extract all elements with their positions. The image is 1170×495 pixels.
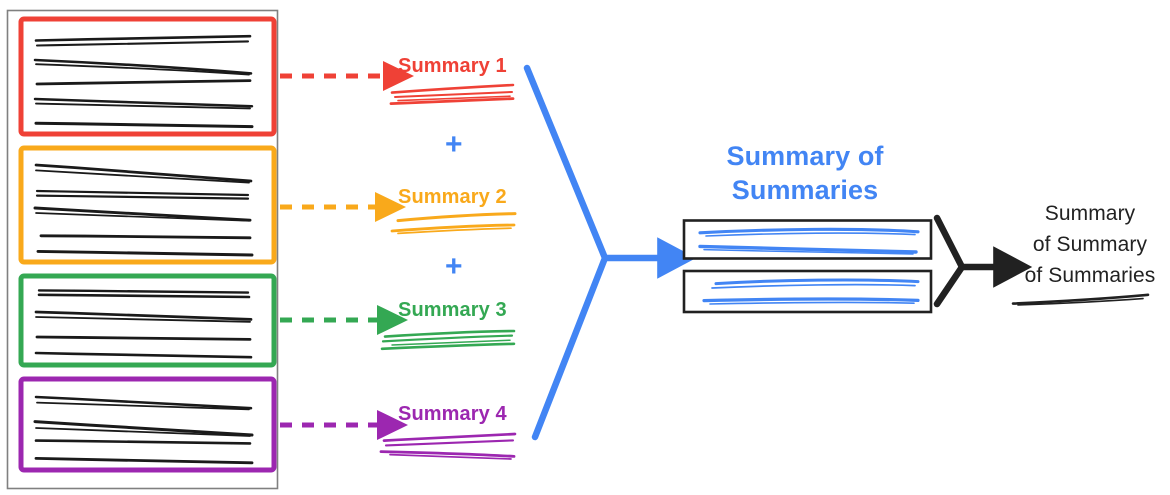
document-chunk-2-box[interactable] [18, 145, 277, 265]
summary-1-lines [389, 83, 515, 105]
final-summary-title-line-3: of Summaries [1024, 264, 1156, 287]
plus-operator-1: + [445, 128, 463, 161]
summary-2-label: Summary 2 [398, 186, 507, 208]
plus-operator-2: + [445, 250, 463, 283]
document-chunk-3-box[interactable] [18, 273, 277, 368]
final-summary-title-line-2: of Summary [1032, 233, 1148, 256]
final-summary-title: Summary of Summary of Summaries [1005, 198, 1170, 291]
summary-of-summaries-title: Summary of Summaries [705, 139, 905, 207]
document-collection-outline [6, 9, 279, 490]
summary-4-lines [379, 432, 517, 460]
summary-of-summaries-title-line-1: Summary of [726, 141, 884, 171]
final-summary-title-line-1: Summary [1044, 202, 1136, 225]
document-chunk-4-lines [33, 395, 254, 465]
final-summary-lines [1011, 293, 1150, 306]
blue-converging-arrow [523, 64, 609, 441]
summary-1-label: Summary 1 [398, 55, 507, 77]
summary-of-summaries-title-line-2: Summaries [731, 175, 879, 205]
document-chunk-4-box[interactable] [18, 376, 277, 473]
summary-of-summaries-box-2[interactable] [682, 269, 933, 314]
summary-2-lines [390, 212, 517, 235]
document-chunk-1-lines [33, 34, 254, 129]
summary-of-summaries-box-2-lines [702, 278, 920, 305]
summary-of-summaries-box-1-lines [698, 227, 920, 255]
document-chunk-3-lines [34, 289, 253, 359]
summary-3-label: Summary 3 [398, 299, 507, 321]
summary-3-lines [380, 329, 516, 351]
black-converging-arrow [933, 214, 966, 308]
summary-4-label: Summary 4 [398, 403, 507, 425]
document-chunk-2-lines [33, 163, 254, 257]
